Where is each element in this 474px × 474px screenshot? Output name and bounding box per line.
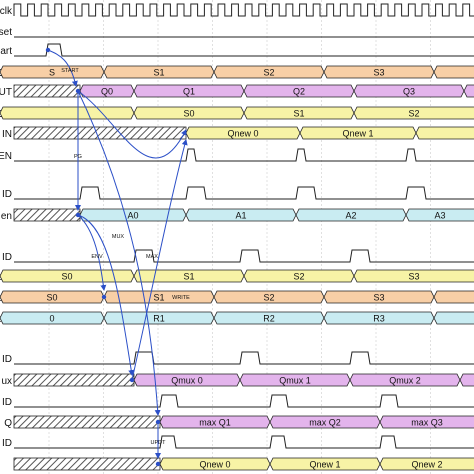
bus-segment [433,290,474,304]
pulse-wave [14,435,474,449]
bus-value: max Q2 [309,418,341,428]
arrow-annotation: MUX [112,234,125,240]
arrow-node [155,461,161,467]
bus-value: R3 [373,314,385,324]
bus-value: Q3 [403,87,415,97]
bus-value: max Q3 [411,418,443,428]
bus-value: A0 [127,211,138,221]
bus-value: Qmux 2 [389,376,421,386]
bus-segment [379,457,474,471]
undefined-region [13,415,161,429]
bus-segment [415,126,474,140]
bus-value: S1 [183,272,194,282]
flat-wave [14,43,474,57]
arrow-to-qnew [77,90,187,159]
gridlines [48,0,431,474]
bus-segment [353,269,474,283]
signal-label: EN [0,151,12,162]
signal-label: set [0,27,12,38]
bus-value: S1 [293,109,304,119]
arrow-max [77,90,161,416]
bus-value: Q1 [183,87,195,97]
bus-value: Qmux 0 [171,376,203,386]
bus-value: S0 [183,109,194,119]
bus-value: Qnew 1 [342,129,373,139]
signal-label: ux [1,376,12,387]
arrow-annotation: MAX [146,254,158,260]
arrow-annotation: PG [74,154,82,160]
arrow-annotation: UPDT [151,440,167,446]
bus-value: Qnew 0 [227,129,258,139]
bus-segment [405,208,474,222]
signal-label: ID [2,397,12,408]
bus-value: S2 [263,68,274,78]
pulse-wave [14,249,474,263]
signal-label: clk [0,6,13,17]
signal-label: ID [2,252,12,263]
bus-value: Qnew 2 [411,460,442,470]
bus-value: A2 [345,211,356,221]
bus-segment [463,84,474,98]
bus-value: S0 [46,293,57,303]
arrow-annotation: ENV [91,254,103,260]
bus-value: Qnew 1 [309,460,340,470]
bus-value: S [49,68,55,78]
bus-value: S1 [153,68,164,78]
pulse-wave [14,148,474,162]
causality-arrows: START PG ENV MUX MAX WRITE UPDT [45,47,190,467]
pulse-wave [14,186,474,200]
bus-value: Q2 [293,87,305,97]
bus-value: S2 [293,272,304,282]
bus-value: A1 [235,211,246,221]
arrow-env [77,214,107,291]
signal-label: ID [2,354,12,365]
bus-value: S3 [408,272,419,282]
undefined-region [13,457,161,471]
bus-value: R1 [153,314,165,324]
bus-value: S3 [373,293,384,303]
bus-value: S2 [408,109,419,119]
bus-value: Qnew 0 [199,460,230,470]
undefined-region [13,208,81,222]
bus-value: Qmux 1 [279,376,311,386]
signal-label: Q [4,418,12,429]
bus-value: S1 [153,293,164,303]
bus-segment [433,311,474,325]
signal-label: art [0,46,12,57]
bus-segment [379,415,474,429]
bus-value: A3 [434,211,445,221]
bus-value: R2 [263,314,275,324]
bus-value: 0 [49,314,54,324]
bus-segment [353,106,474,120]
bus-segment [459,373,474,387]
undefined-region [13,373,135,387]
signal-label: ID [2,438,12,449]
undefined-region [13,126,187,140]
arrow-start [47,49,78,87]
pulse-wave [14,394,474,408]
bus-segment [0,106,135,120]
signal-label: IN [2,129,12,140]
clock-wave [13,3,474,17]
arrow-annotation: START [61,68,79,74]
signal-label: ID [2,189,12,200]
bus-value: Q0 [101,87,113,97]
arrow-annotation: WRITE [172,295,190,301]
pulse-wave [14,351,474,365]
arrow-node [101,294,107,300]
bus-value: S3 [373,68,384,78]
bus-value: S2 [263,293,274,303]
signal-label: UT [0,87,12,98]
signal-label: en [1,211,12,222]
undefined-region [13,84,81,98]
bus-value: max Q1 [199,418,231,428]
bus-value: S0 [61,272,72,282]
arrow-write [131,139,188,381]
bus-segment [433,65,474,79]
arrow-mux [77,214,135,376]
